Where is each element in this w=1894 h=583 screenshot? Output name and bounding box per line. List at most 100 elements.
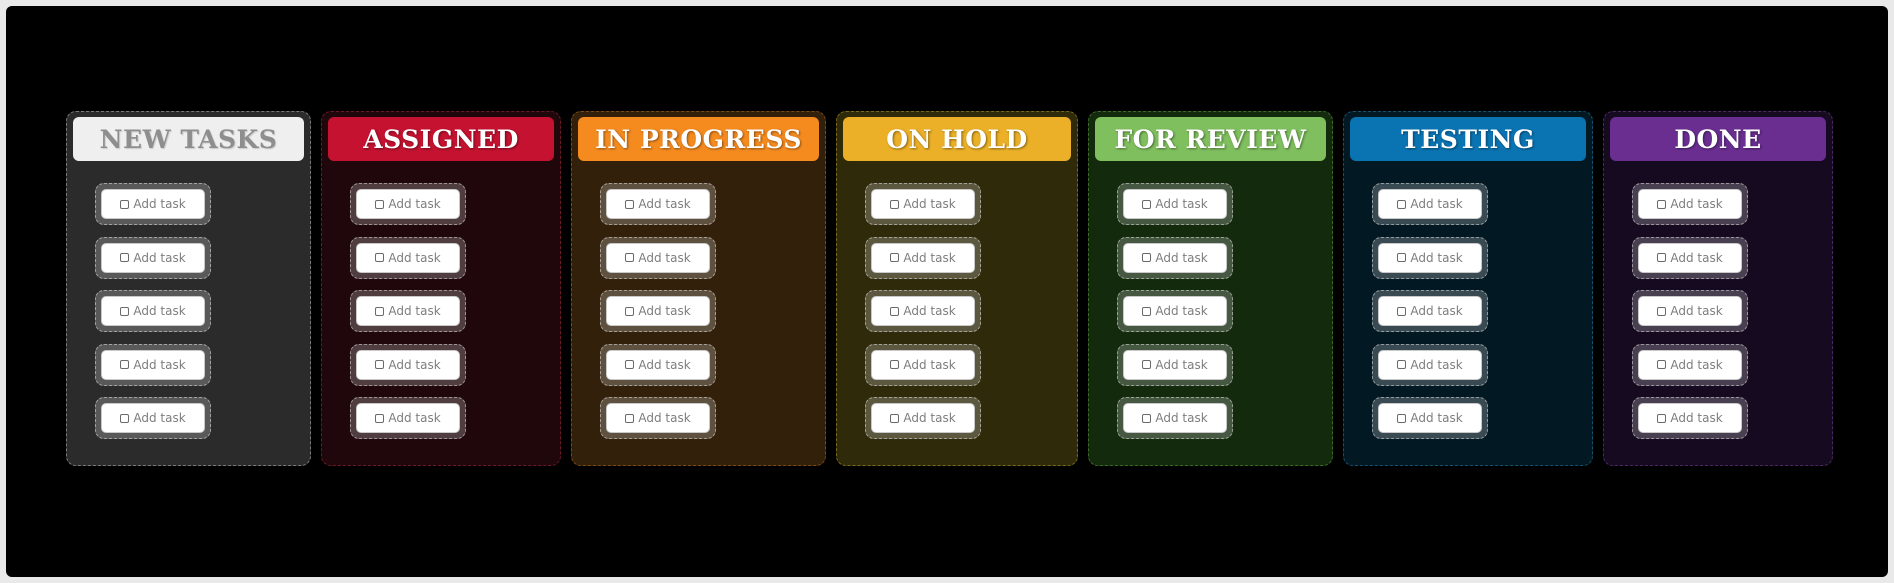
add-task-button[interactable]: Add task: [356, 403, 460, 433]
task-slot: Add task: [600, 183, 716, 225]
column-header-testing: TESTING: [1350, 117, 1586, 161]
checkbox-icon: [890, 253, 900, 262]
column-header-new-tasks: NEW TASKS: [73, 117, 304, 161]
checkbox-icon: [375, 306, 385, 316]
column-header-done: DONE: [1610, 117, 1826, 161]
add-task-button[interactable]: Add task: [1638, 242, 1742, 273]
add-task-label: Add task: [388, 357, 441, 372]
task-slot: Add task: [600, 236, 716, 279]
task-slot: Add task: [95, 290, 211, 332]
task-slot: Add task: [600, 290, 716, 332]
task-slot: Add task: [1372, 236, 1488, 279]
add-task-label: Add task: [1410, 357, 1463, 372]
checkbox-icon: [1657, 199, 1667, 209]
add-task-button[interactable]: Add task: [606, 189, 710, 219]
add-task-label: Add task: [388, 250, 441, 265]
checkbox-icon: [1657, 413, 1667, 423]
add-task-button[interactable]: Add task: [356, 189, 460, 219]
add-task-label: Add task: [133, 411, 186, 425]
checkbox-icon: [120, 413, 130, 423]
add-task-label: Add task: [388, 411, 441, 425]
add-task-button[interactable]: Add task: [1123, 242, 1227, 273]
add-task-button[interactable]: Add task: [1123, 189, 1227, 219]
add-task-button[interactable]: Add task: [1378, 296, 1482, 326]
add-task-button[interactable]: Add task: [1638, 349, 1742, 380]
add-task-button[interactable]: Add task: [606, 403, 710, 433]
add-task-button[interactable]: Add task: [871, 189, 975, 219]
checkbox-icon: [375, 199, 385, 209]
checkbox-icon: [890, 199, 900, 209]
add-task-label: Add task: [903, 197, 956, 211]
add-task-button[interactable]: Add task: [871, 296, 975, 326]
checkbox-icon: [1657, 253, 1667, 262]
add-task-button[interactable]: Add task: [356, 296, 460, 326]
add-task-label: Add task: [638, 197, 691, 211]
checkbox-icon: [890, 306, 900, 316]
add-task-button[interactable]: Add task: [1378, 349, 1482, 380]
task-slot: Add task: [600, 397, 716, 439]
add-task-button[interactable]: Add task: [1123, 403, 1227, 433]
checkbox-icon: [120, 306, 130, 316]
add-task-button[interactable]: Add task: [1378, 403, 1482, 433]
checkbox-icon: [625, 360, 635, 369]
add-task-label: Add task: [1410, 250, 1463, 265]
task-slot: Add task: [1632, 343, 1748, 386]
add-task-button[interactable]: Add task: [1638, 189, 1742, 219]
add-task-button[interactable]: Add task: [1123, 349, 1227, 380]
add-task-button[interactable]: Add task: [101, 296, 205, 326]
task-slot: Add task: [600, 343, 716, 386]
add-task-button[interactable]: Add task: [1638, 403, 1742, 433]
add-task-label: Add task: [1670, 357, 1723, 372]
add-task-label: Add task: [1410, 411, 1463, 425]
add-task-button[interactable]: Add task: [606, 349, 710, 380]
add-task-button[interactable]: Add task: [101, 403, 205, 433]
task-slot: Add task: [1372, 397, 1488, 439]
task-slot: Add task: [95, 397, 211, 439]
add-task-button[interactable]: Add task: [101, 242, 205, 273]
add-task-button[interactable]: Add task: [356, 349, 460, 380]
task-slot: Add task: [350, 236, 466, 279]
checkbox-icon: [120, 199, 130, 209]
checkbox-icon: [625, 413, 635, 423]
add-task-button[interactable]: Add task: [101, 189, 205, 219]
checkbox-icon: [1397, 199, 1407, 209]
checkbox-icon: [625, 253, 635, 262]
add-task-label: Add task: [388, 197, 441, 211]
checkbox-icon: [120, 253, 130, 262]
add-task-button[interactable]: Add task: [871, 349, 975, 380]
checkbox-icon: [375, 360, 385, 369]
add-task-button[interactable]: Add task: [1378, 189, 1482, 219]
task-slot: Add task: [865, 343, 981, 386]
task-slot: Add task: [1117, 343, 1233, 386]
add-task-button[interactable]: Add task: [606, 242, 710, 273]
checkbox-icon: [1142, 199, 1152, 209]
checkbox-icon: [120, 360, 130, 369]
add-task-button[interactable]: Add task: [356, 242, 460, 273]
add-task-button[interactable]: Add task: [1378, 242, 1482, 273]
task-slot: Add task: [95, 343, 211, 386]
task-slot: Add task: [1632, 183, 1748, 225]
add-task-label: Add task: [1155, 357, 1208, 372]
add-task-button[interactable]: Add task: [1123, 296, 1227, 326]
checkbox-icon: [1657, 306, 1667, 316]
column-header-assigned: ASSIGNED: [328, 117, 554, 161]
task-slot: Add task: [350, 397, 466, 439]
add-task-button[interactable]: Add task: [1638, 296, 1742, 326]
add-task-button[interactable]: Add task: [101, 349, 205, 380]
add-task-label: Add task: [638, 357, 691, 372]
checkbox-icon: [625, 199, 635, 209]
add-task-button[interactable]: Add task: [871, 242, 975, 273]
add-task-button[interactable]: Add task: [871, 403, 975, 433]
add-task-button[interactable]: Add task: [606, 296, 710, 326]
checkbox-icon: [1397, 306, 1407, 316]
